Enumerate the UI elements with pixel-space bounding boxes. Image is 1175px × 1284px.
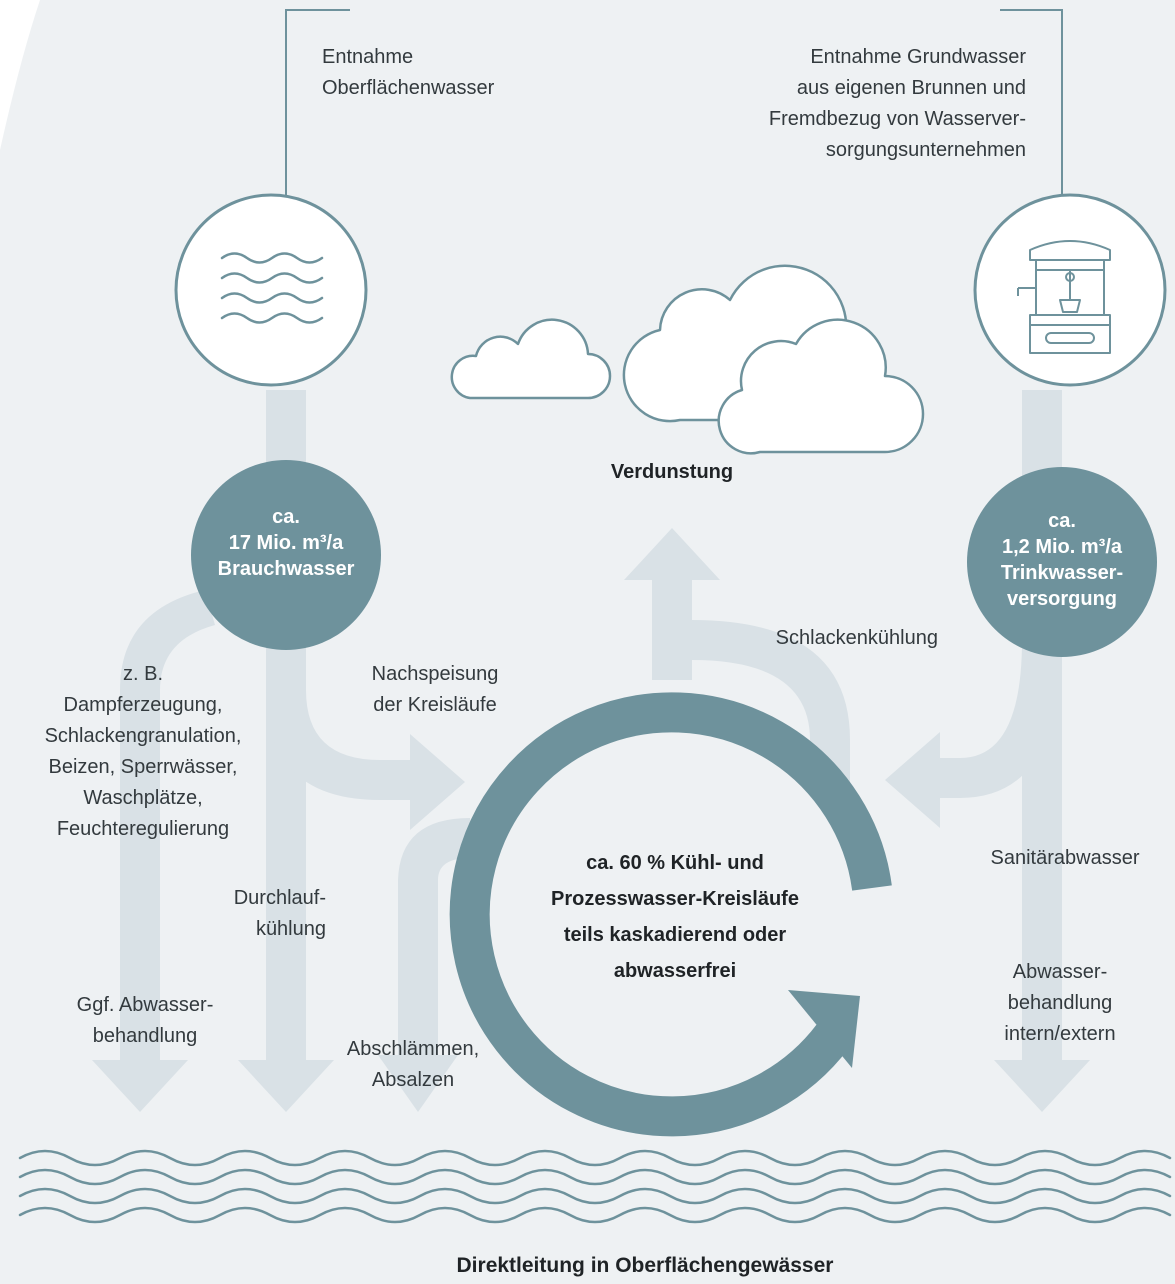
blowdown-arrow — [378, 818, 470, 1112]
uses-label-line: Schlackengranulation, — [44, 725, 242, 747]
badge-line: Brauchwasser — [217, 558, 355, 580]
evaporation-arrow — [624, 528, 720, 680]
ground-source-label-line: sorgungsunternehmen — [825, 139, 1026, 161]
wastewater-label-line: Abwasser- — [1012, 961, 1108, 983]
badge-line: 1,2 Mio. m³/a — [1001, 536, 1123, 558]
uses-branch-arrow — [92, 590, 215, 1112]
blowdown-label-line: Absalzen — [371, 1069, 455, 1091]
uses-label: z. B. Dampferzeugung, Schlackengranulati… — [14, 659, 272, 845]
ground-source-label-line: Entnahme Grundwasser — [810, 46, 1026, 68]
once-through-label: Durchlauf- kühlung — [200, 883, 326, 945]
brauchwasser-badge — [191, 460, 381, 650]
treatment-label-line: Ggf. Abwasser- — [76, 994, 214, 1016]
surface-source-circle — [174, 193, 368, 387]
small-cloud — [450, 318, 612, 400]
outflow-label: Direktleitung in Oberflächengewässer — [456, 1254, 834, 1277]
surface-source-line — [285, 9, 350, 196]
treatment-label-line: behandlung — [92, 1025, 198, 1047]
slag-cooling-label: Schlackenkühlung — [775, 627, 938, 649]
badge-line: versorgung — [1006, 588, 1118, 610]
once-through-label-line: Durchlauf- — [233, 887, 326, 909]
makeup-arrow — [266, 690, 465, 830]
cycle-label-line: ca. 60 % Kühl- und — [586, 852, 764, 874]
blowdown-label: Abschlämmen, Absalzen — [318, 1034, 508, 1096]
surface-source-label-line: Entnahme — [322, 46, 414, 68]
wastewater-label: Abwasser- behandlung intern/extern — [980, 957, 1140, 1050]
badge-line: Trinkwasser- — [1000, 562, 1124, 584]
evaporation-label: Verdunstung — [610, 461, 734, 483]
treatment-label: Ggf. Abwasser- behandlung — [30, 990, 260, 1052]
uses-label-line: z. B. — [122, 663, 163, 685]
makeup-label-line: Nachspeisung — [371, 663, 499, 685]
wastewater-arrow — [994, 640, 1090, 1112]
wastewater-label-line: behandlung — [1007, 992, 1113, 1014]
cycle-arrowhead — [788, 990, 860, 1068]
blowdown-label-line: Abschlämmen, — [346, 1038, 480, 1060]
ground-source-line — [1000, 9, 1063, 196]
clouds-icon — [450, 264, 925, 455]
ground-source-label-line: Fremdbezug von Wasserver- — [768, 108, 1026, 130]
wastewater-label-line: intern/extern — [1004, 1023, 1116, 1045]
cycle-ring — [449, 692, 892, 1137]
uses-label-line: Beizen, Sperrwässer, — [48, 756, 238, 778]
trinkwasser-badge-text: ca. 1,2 Mio. m³/a Trinkwasser- versorgun… — [967, 508, 1157, 612]
sanitary-makeup-arrow — [885, 640, 1062, 828]
trinkwasser-badge — [967, 467, 1157, 657]
river-waves-icon — [18, 1149, 1172, 1224]
uses-label-line: Dampferzeugung, — [63, 694, 223, 716]
once-through-arrow — [238, 640, 334, 1112]
sanitary-label: Sanitärabwasser — [990, 847, 1140, 869]
waves-icon — [220, 252, 324, 324]
connector-lines — [285, 9, 1063, 196]
cycle-label-line: teils kaskadierend oder — [563, 924, 787, 946]
surface-source-label: Entnahme Oberflächenwasser — [322, 42, 494, 104]
uses-label-line: Feuchteregulierung — [56, 818, 230, 840]
cycle-label: ca. 60 % Kühl- und Prozesswasser-Kreislä… — [514, 845, 836, 989]
ground-source-label: Entnahme Grundwasser aus eigenen Brunnen… — [690, 42, 1026, 166]
uses-label-line: Waschplätze, — [83, 787, 203, 809]
cycle-label-line: abwasserfrei — [613, 960, 737, 982]
once-through-label-line: kühlung — [255, 918, 326, 940]
cycle-label-line: Prozesswasser-Kreisläufe — [551, 888, 799, 910]
water-well-icon — [1017, 240, 1111, 354]
badge-line: ca. — [1048, 510, 1076, 532]
makeup-label-line: der Kreisläufe — [373, 694, 497, 716]
badge-line: ca. — [272, 506, 300, 528]
large-cloud-front — [717, 318, 925, 455]
ground-source-label-line: aus eigenen Brunnen und — [796, 77, 1026, 99]
badge-line: 17 Mio. m³/a — [228, 532, 344, 554]
brauchwasser-badge-text: ca. 17 Mio. m³/a Brauchwasser — [191, 504, 381, 582]
surface-source-label-line: Oberflächenwasser — [322, 77, 495, 99]
makeup-label: Nachspeisung der Kreisläufe — [340, 659, 530, 721]
